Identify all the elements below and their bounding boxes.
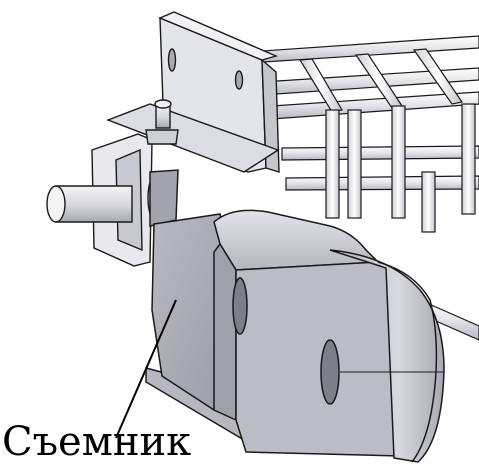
- nose-band: [377, 261, 438, 463]
- pin-end: [46, 185, 66, 223]
- plate-hole-1: [167, 48, 177, 72]
- bracket-top: [106, 103, 280, 173]
- puller-face: [235, 261, 401, 457]
- rod-mid-2: [285, 175, 479, 191]
- puller-part: [145, 169, 445, 463]
- plate-edge: [261, 58, 280, 173]
- puller-side: [213, 242, 237, 422]
- post-4: [421, 171, 436, 233]
- post-1: [325, 109, 340, 219]
- bolt-nut: [145, 129, 179, 145]
- post-3: [391, 105, 406, 219]
- callout-label: Съемник: [2, 419, 192, 465]
- post-2: [347, 109, 362, 219]
- puller-hole-2: [320, 339, 340, 405]
- wire-frame: [247, 35, 479, 341]
- bolt-head: [154, 99, 172, 109]
- plate-top-edge: [158, 11, 279, 61]
- rung-1: [298, 58, 343, 113]
- post-5: [461, 103, 476, 215]
- rung-3: [412, 48, 464, 105]
- clamp-bracket: [46, 99, 280, 267]
- callout-leader-line: [115, 299, 177, 439]
- plate-hole-2: [234, 70, 244, 90]
- rod-mid-1: [281, 145, 479, 161]
- puller-hole-1: [232, 277, 248, 335]
- pin-body: [55, 185, 133, 223]
- puller-arm: [149, 169, 179, 227]
- puller-top: [213, 209, 380, 271]
